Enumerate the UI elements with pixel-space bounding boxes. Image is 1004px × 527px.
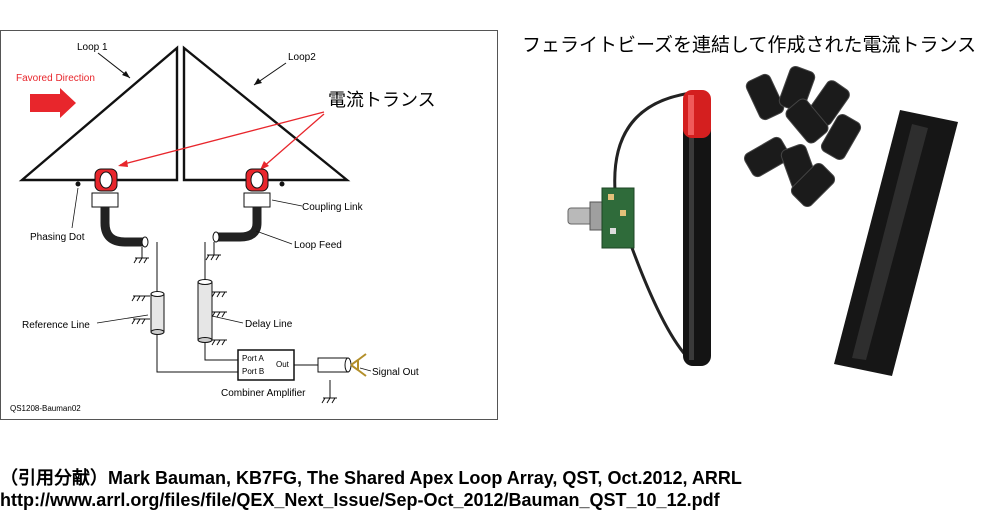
phasing-dot-left xyxy=(75,181,81,187)
label-leaders xyxy=(71,187,372,372)
photo-heat-shrink-sleeve xyxy=(834,110,958,376)
delay-line-cylinder xyxy=(197,279,213,343)
combiner-amplifier-label: Combiner Amplifier xyxy=(221,388,306,399)
citation-line-2[interactable]: http://www.arrl.org/files/file/QEX_Next_… xyxy=(0,490,720,510)
figure-id-label: QS1208-Bauman02 xyxy=(10,404,81,413)
reference-line-cylinder xyxy=(150,291,165,335)
toroid-right xyxy=(245,168,269,192)
coax-right-end xyxy=(212,231,220,243)
port-a-label: Port A xyxy=(242,354,264,363)
photo-connector xyxy=(567,187,635,249)
loop1-arrowhead xyxy=(122,71,130,78)
favored-direction-arrow xyxy=(30,88,76,118)
phasing-dot-right xyxy=(279,181,285,187)
citation-line-1: （引用分献）Mark Bauman, KB7FG, The Shared Ape… xyxy=(0,468,742,488)
toroid-left xyxy=(94,168,118,192)
coax-right xyxy=(218,207,262,242)
ferrite-bead-photo xyxy=(567,66,958,376)
ct-arrow-right xyxy=(261,113,325,169)
output-coax xyxy=(317,353,367,377)
photo-title: フェライトビーズを連結して作成された電流トランス xyxy=(522,34,977,56)
ct-arrow-left-head xyxy=(118,160,128,167)
combiner-amplifier-box xyxy=(237,349,295,381)
antenna-diagram: Loop 1 Loop2 Favored Direction 電流トランス xyxy=(0,30,498,420)
loop2-label: Loop2 xyxy=(288,52,316,63)
out-label: Out xyxy=(276,360,290,369)
photo-wire-top xyxy=(613,90,701,191)
coax-left-end xyxy=(141,236,149,248)
phasing-dot-label: Phasing Dot xyxy=(30,232,85,243)
port-b-label: Port B xyxy=(242,367,264,376)
current-transformer-label: 電流トランス xyxy=(328,90,436,110)
loop-feed-label: Loop Feed xyxy=(294,240,342,251)
loop2-arrowhead xyxy=(254,78,262,85)
photo-ferrite-tube xyxy=(683,90,711,366)
reference-line-label: Reference Line xyxy=(22,320,90,331)
ref-line-wire-bottom xyxy=(156,334,238,373)
coax-left xyxy=(100,207,143,247)
ct-arrow-left xyxy=(119,111,325,166)
favored-direction-label: Favored Direction xyxy=(16,73,95,84)
delay-line-label: Delay Line xyxy=(245,319,293,330)
signal-out-label: Signal Out xyxy=(372,367,419,378)
loop1-label: Loop 1 xyxy=(77,42,108,53)
coupling-link-label: Coupling Link xyxy=(302,202,364,213)
citation: （引用分献）Mark Bauman, KB7FG, The Shared Ape… xyxy=(0,467,742,511)
ct-arrow-right-head xyxy=(260,161,269,170)
delay-line-wire-bottom xyxy=(204,342,238,361)
photo-ferrite-beads xyxy=(744,66,862,208)
